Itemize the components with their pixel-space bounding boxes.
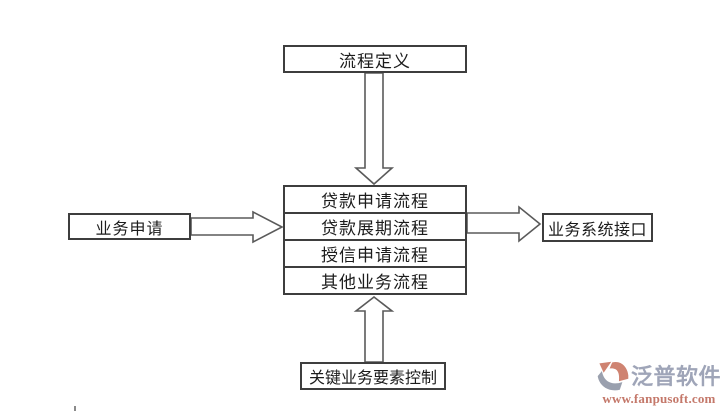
business-application-box: 业务申请 xyxy=(68,213,191,240)
system-interface-label: 业务系统接口 xyxy=(547,221,647,239)
process-row-other-business: 其他业务流程 xyxy=(285,266,465,293)
key-element-control-box: 关键业务要素控制 xyxy=(300,362,446,390)
fanpu-website-url: www.fanpusoft.com xyxy=(602,391,716,406)
key-element-control-label: 关键业务要素控制 xyxy=(308,370,437,387)
process-row-loan-extension: 贷款展期流程 xyxy=(285,212,465,239)
process-row-label: 贷款申请流程 xyxy=(321,192,429,211)
down-arrow-definition-to-processes xyxy=(353,72,395,186)
definition-box-label: 流程定义 xyxy=(339,51,411,71)
fanpu-logo: 泛普软件 www.fanpusoft.com xyxy=(595,357,723,411)
fanpu-swirl-icon xyxy=(597,361,629,391)
right-arrow-processes-to-interface xyxy=(466,205,542,243)
process-row-label: 授信申请流程 xyxy=(321,246,429,265)
fanpu-wordmark: 泛普软件 xyxy=(631,364,722,389)
system-interface-box: 业务系统接口 xyxy=(542,213,653,242)
definition-box: 流程定义 xyxy=(283,45,467,73)
stray-mark xyxy=(74,406,76,411)
process-row-credit-application: 授信申请流程 xyxy=(285,239,465,266)
process-row-label: 贷款展期流程 xyxy=(321,219,429,238)
up-arrow-control-to-processes xyxy=(353,295,395,363)
process-row-label: 其他业务流程 xyxy=(321,273,429,292)
process-stack: 贷款申请流程 贷款展期流程 授信申请流程 其他业务流程 xyxy=(283,185,467,295)
business-application-label: 业务申请 xyxy=(95,220,164,238)
process-row-loan-application: 贷款申请流程 xyxy=(285,187,465,212)
right-arrow-application-to-processes xyxy=(190,210,284,244)
